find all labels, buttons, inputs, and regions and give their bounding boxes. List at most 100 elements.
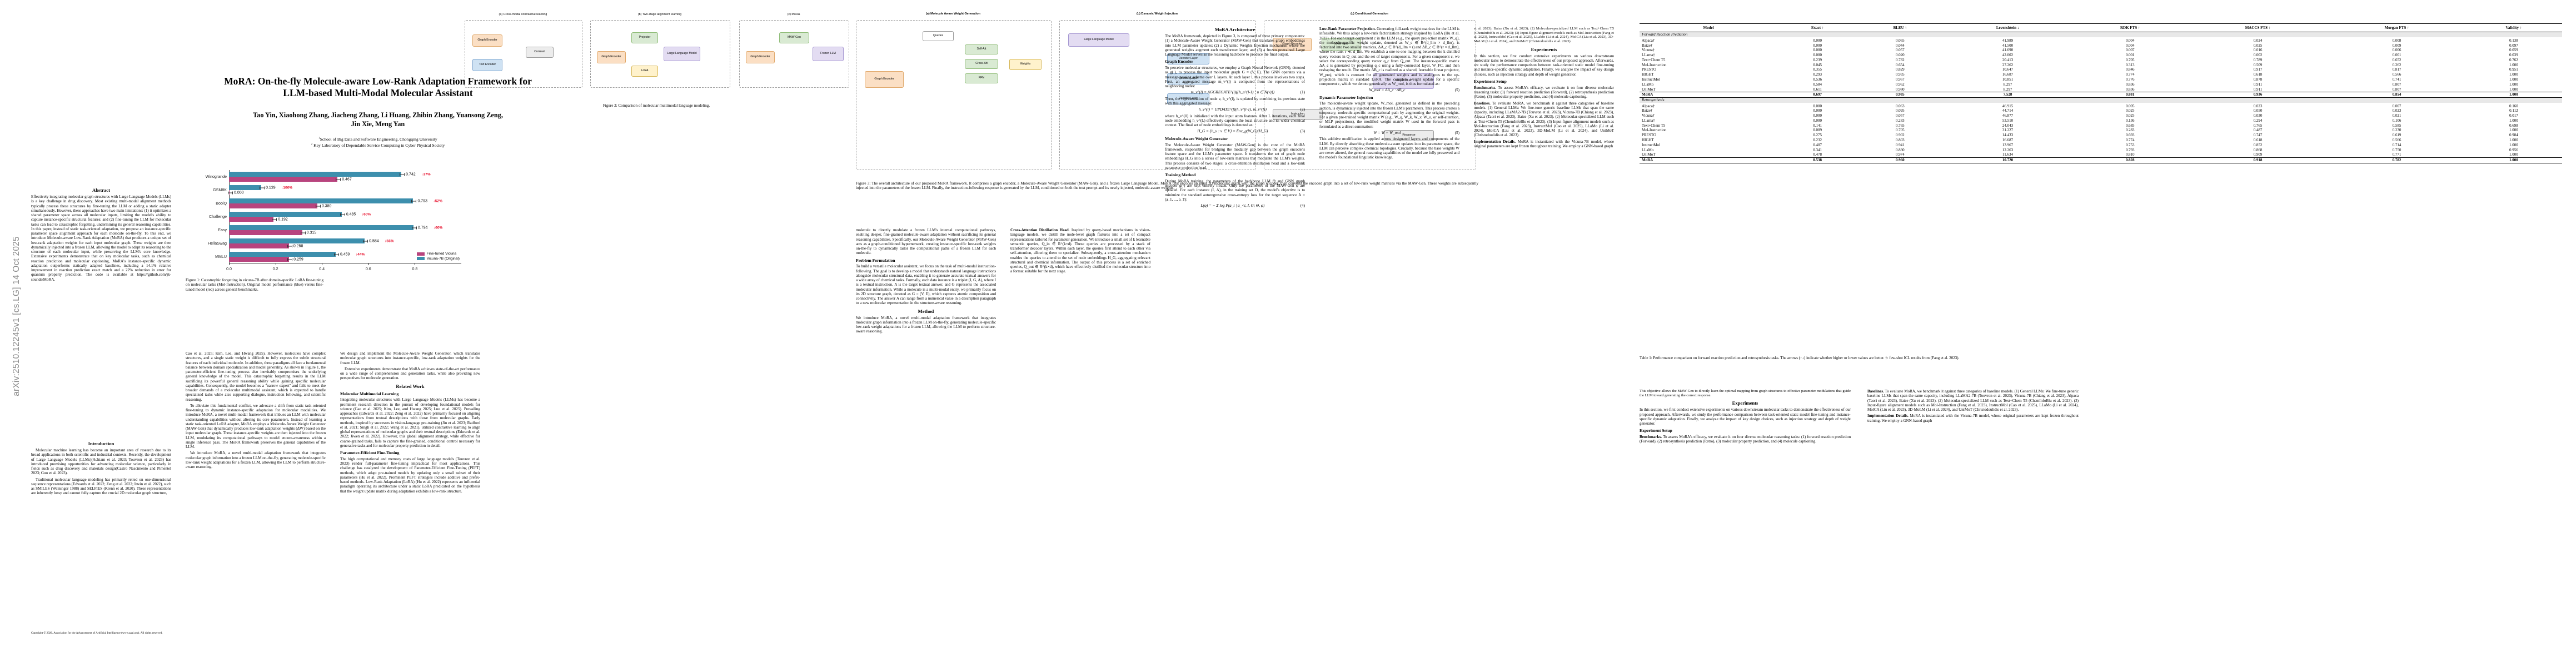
low-rank-heading: Low-Rank Parameter Projection.	[1319, 27, 1376, 31]
chart-x-tick-label: 0.6	[365, 267, 371, 271]
related-work-heading: Related Work	[396, 383, 425, 389]
chart-bar	[229, 212, 342, 217]
table-cell: 0.004	[2125, 43, 2135, 48]
fig2-projector-box: Projector	[631, 32, 658, 43]
chart-drop-label: ↓100%	[281, 186, 293, 190]
table-cell: 0.313	[2125, 62, 2135, 67]
table-cell: 0.917	[2253, 67, 2263, 72]
table-cell: Text+Chem T5	[1642, 57, 1666, 62]
table-cell: 14.433	[2002, 133, 2014, 138]
table-cell: 13.967	[2002, 142, 2014, 147]
problem-body: To build a versatile molecular assistant…	[856, 264, 996, 306]
impl-body-2: MoRA is instantiated with the Vicuna-7B …	[1867, 414, 2079, 423]
rw2-body: The high computational and memory costs …	[340, 456, 480, 494]
table-cell: 0.846	[2125, 67, 2135, 72]
chart-value-label: 0.258	[293, 244, 303, 248]
training-method-body: During MoRA training, the parameters of …	[1165, 178, 1305, 202]
table-cell: 0.057	[1895, 113, 1905, 118]
table-cell: 0.911	[2253, 82, 2263, 87]
table-cell: 0.774	[2125, 138, 2135, 143]
table-column-header: Model	[1640, 23, 1778, 32]
affiliation-1: 1School of Big Data and Software Enginee…	[318, 136, 437, 142]
graph-body-2: Then, the representation of node v, h_v^…	[1165, 96, 1305, 106]
chart-drop-label: ↓44%	[355, 252, 365, 256]
training-method-heading: Training Method	[1165, 172, 1196, 178]
col2-p1: Cao et al. 2025; Kim, Lee, and Hwang 202…	[186, 351, 326, 402]
fig3-decoder-layer-box-1: Decoder Layer	[1167, 53, 1209, 64]
chart-legend-swatch	[416, 257, 425, 260]
table-column-header: BLEU ↑	[1857, 23, 1943, 32]
table-cell: 1.000	[2509, 128, 2518, 133]
chart-x-tick-label: 0.8	[412, 267, 418, 271]
table-cell: 0.771	[2392, 152, 2401, 157]
maw-gen-body: The Molecule-Aware Weight Generator (MAW…	[1165, 142, 1305, 170]
chart-error-bar	[272, 218, 277, 221]
chart-error-bar	[340, 213, 345, 216]
table-cell: 0.007	[2392, 103, 2401, 108]
table-cell: HIGHT	[1642, 72, 1654, 77]
table-cell: 0.000	[1813, 53, 1822, 58]
fig3-instruction-box: Instruction	[1273, 109, 1323, 120]
table-cell: 0.000	[1813, 43, 1822, 48]
table-cell: Vicuna†	[1642, 113, 1655, 118]
col4-p1: molecule to directly modulate a frozen L…	[856, 228, 996, 256]
table-cell: 0.619	[2392, 133, 2401, 138]
graph-body-3: where h_v^(0) is initialized with the in…	[1165, 113, 1305, 128]
figure3-panel-b-label: (b) Dynamic Weight Injection	[1137, 12, 1178, 16]
maw-gen-heading: Molecule-Aware Weight Generator	[1165, 136, 1228, 141]
table-cell: 0.232	[1813, 138, 1822, 143]
table-cell: 0.025	[2253, 43, 2263, 48]
chart-bar	[229, 252, 336, 257]
table-cell: 0.239	[1813, 57, 1822, 62]
title-line-2: LLM-based Multi-Modal Molecular Assistan…	[283, 87, 473, 99]
rw1-heading: Molecular Multimodal Learning	[340, 391, 399, 396]
graph-encoder-heading: Graph Encoder	[1165, 59, 1193, 64]
table-cell: InstructMol	[1642, 77, 1661, 82]
table-cell: 0.509	[2253, 62, 2263, 67]
table-cell: 0.566	[2392, 138, 2401, 143]
table-cell: 0.057	[1895, 48, 1905, 53]
chart-y-tick-label: GSM8K	[213, 188, 227, 192]
table-cell: 0.817	[2392, 67, 2401, 72]
fig3-queries-box: Queries	[923, 31, 954, 41]
fig3-large-lm-box: Large Language Model	[1068, 33, 1129, 47]
equation-6: (5)W = W + W_mol	[1373, 130, 1459, 135]
ct-body: Inspired by query-based mechanisms in vi…	[1010, 228, 1151, 274]
chart-bar	[229, 225, 413, 230]
table-cell: 0.095	[1895, 108, 1905, 113]
table-cell: 0.039	[2509, 53, 2518, 58]
chart-bar	[229, 257, 290, 262]
mora-arch-body: The MoRA framework, depicted in Figure 3…	[1165, 34, 1305, 57]
table-cell: 0.050	[2253, 108, 2263, 113]
table-cell: 27.262	[2002, 62, 2014, 67]
table-cell: 1.000	[2509, 118, 2518, 123]
figure-2-diagram: (a) Cross-modal contrastive learning Gra…	[465, 12, 849, 101]
chart-bar	[229, 203, 317, 208]
chart-value-label: 0.380	[321, 204, 332, 208]
figure3-panel-a-label: (a) Molecule Aware Weight Generation	[926, 12, 980, 16]
table-cell: 0.807	[2392, 87, 2401, 92]
fig2-graph-encoder-box: Graph Encoder	[472, 34, 502, 47]
table-cell: 0.584	[1813, 82, 1822, 87]
problem-heading: Problem Formulation	[856, 257, 895, 263]
table-cell: 0.807	[2392, 82, 2401, 87]
table-cell: 0.697	[1777, 91, 1858, 98]
table-cell: 0.698	[2509, 123, 2518, 128]
table-cell: MoRA	[1640, 91, 1778, 98]
table-cell: 0.007	[2125, 48, 2135, 53]
equation-2: (2)h_v^(l) = UPDATE^(l)(h_v^(l-1), m_v^(…	[1198, 107, 1305, 112]
col2-p2: To alleviate this fundamental conflict, …	[186, 403, 326, 449]
table-cell: 44.714	[2002, 108, 2014, 113]
chart-y-tick-label: Easy	[218, 228, 227, 232]
col3-b1: We design and implement the Molecule-Awa…	[340, 351, 480, 365]
table-cell: 0.810	[2125, 152, 2135, 157]
chart-x-tick-label: 0.0	[226, 267, 232, 271]
rw2-heading: Parameter-Efficient Fine-Tuning	[340, 450, 400, 456]
table-cell: 0.000	[1813, 108, 1822, 113]
